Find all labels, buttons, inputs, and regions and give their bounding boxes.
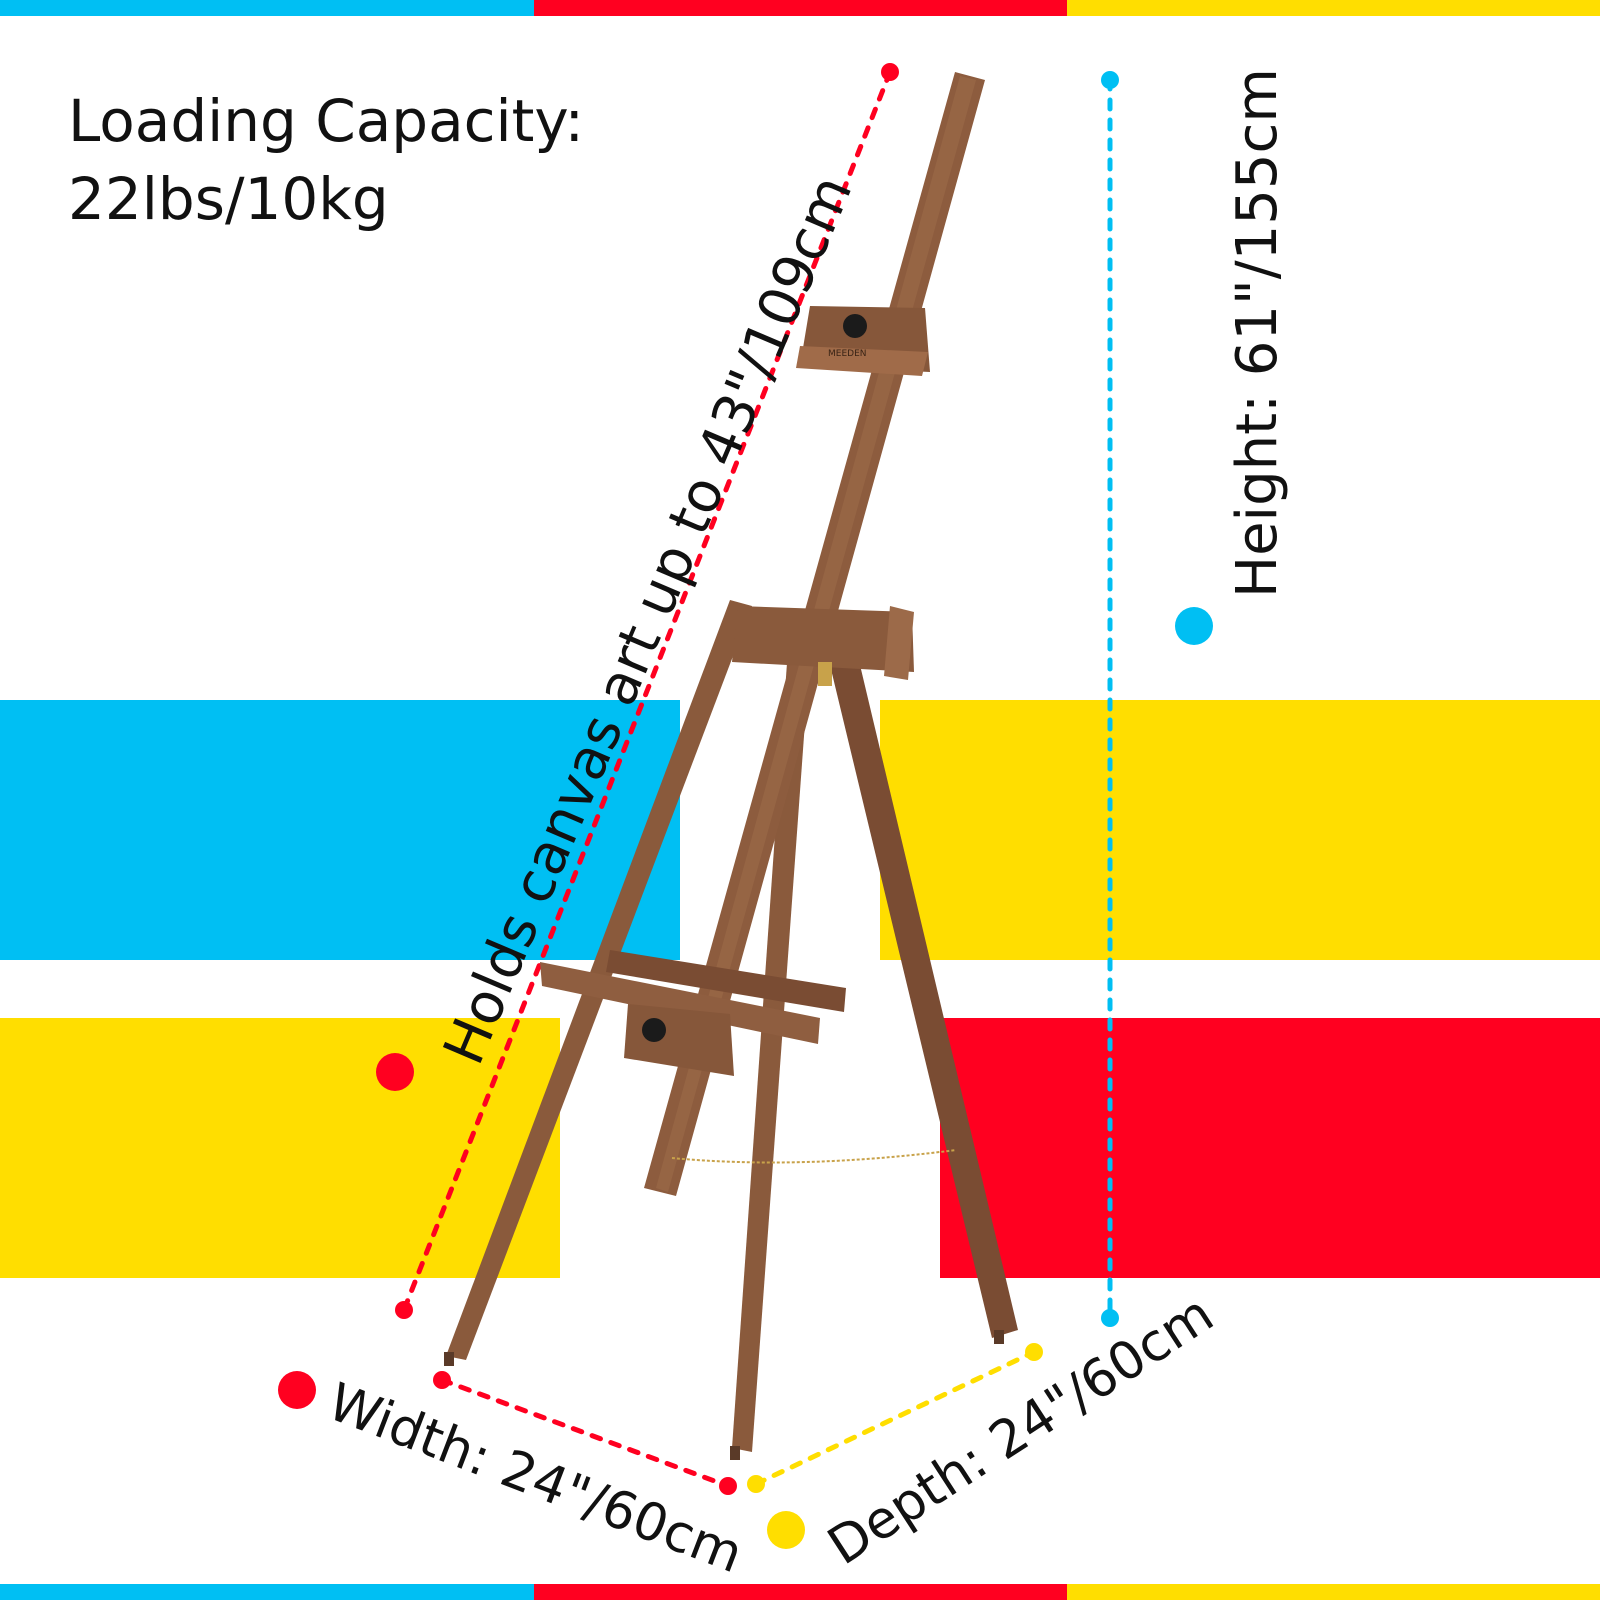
dot-marker bbox=[433, 1371, 451, 1389]
dot-marker bbox=[395, 1301, 413, 1319]
dot-marker bbox=[278, 1371, 316, 1409]
tray-knob-icon bbox=[642, 1018, 666, 1042]
easel-canvas-tray bbox=[540, 962, 820, 1044]
dot-marker bbox=[881, 63, 899, 81]
dot-marker bbox=[767, 1511, 805, 1549]
top-stripe-blue bbox=[0, 0, 534, 16]
bottom-stripe-blue bbox=[0, 1584, 534, 1600]
dot-marker bbox=[1101, 71, 1119, 89]
clamp-knob-icon bbox=[843, 314, 867, 338]
dot-marker bbox=[376, 1053, 414, 1091]
easel-back-leg bbox=[830, 665, 1018, 1338]
canvas-size-guide bbox=[401, 69, 893, 1313]
band-blue bbox=[0, 700, 680, 960]
loading-capacity-label: Loading Capacity: bbox=[68, 87, 585, 155]
height-caption: Height: 61"/155cm bbox=[1225, 68, 1290, 598]
band-yellow-right bbox=[880, 700, 1600, 960]
depth-guide bbox=[753, 1349, 1037, 1487]
dot-marker bbox=[1175, 607, 1213, 645]
dot-marker bbox=[747, 1475, 765, 1493]
easel-front-right-leg bbox=[732, 620, 812, 1452]
width-guide bbox=[439, 1377, 731, 1489]
dot-marker bbox=[719, 1477, 737, 1495]
easel-chain bbox=[671, 1149, 957, 1164]
top-stripe-red bbox=[534, 0, 1067, 16]
easel-head-crossbar bbox=[732, 606, 914, 672]
bottom-stripe-red bbox=[534, 1584, 1067, 1600]
dot-marker bbox=[1025, 1343, 1043, 1361]
band-yellow-left bbox=[0, 1018, 560, 1278]
loading-capacity-value: 22lbs/10kg bbox=[68, 165, 389, 233]
dot-marker bbox=[1101, 1309, 1119, 1327]
bottom-stripe-yellow bbox=[1067, 1584, 1600, 1600]
top-stripe-yellow bbox=[1067, 0, 1600, 16]
easel-lower-crossbar bbox=[606, 950, 846, 1012]
band-red bbox=[940, 1018, 1600, 1278]
